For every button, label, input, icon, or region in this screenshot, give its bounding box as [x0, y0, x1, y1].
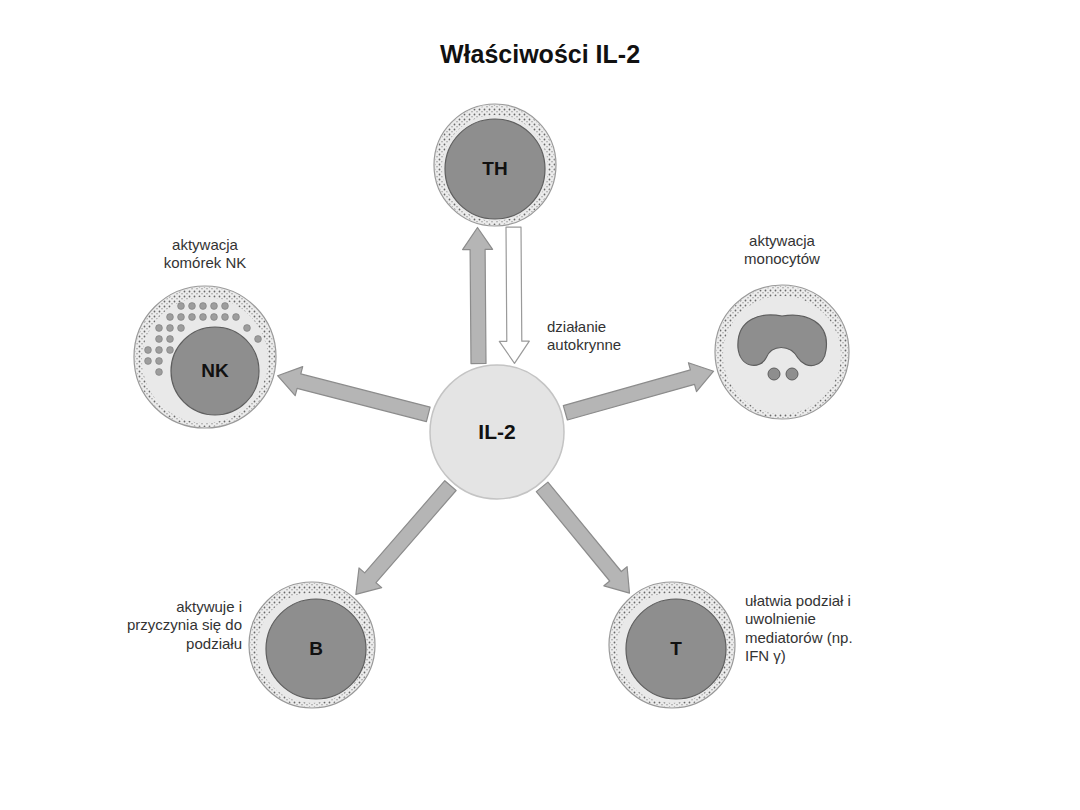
nk-granule [222, 303, 229, 310]
nk-granule [222, 314, 229, 321]
th-cell: TH [433, 103, 557, 227]
nk-granule [211, 314, 218, 321]
nk-granule [156, 369, 163, 376]
nk-granule [156, 336, 163, 343]
cell-nucleus [266, 599, 366, 699]
nk-granule [255, 336, 262, 343]
cell-membrane [434, 104, 556, 226]
nk-granule [244, 325, 251, 332]
cell-cytoplasm [142, 297, 268, 423]
diagram-title: Właściwości IL-2 [0, 40, 1080, 69]
cell-stipple [716, 286, 848, 418]
nk-cell: NKaktywacja komórek NK [133, 285, 277, 429]
nk-granule [156, 358, 163, 365]
monocyte-nucleus [738, 315, 827, 366]
cell-label: NK [171, 327, 259, 415]
nk-granule [211, 303, 218, 310]
cell-caption: aktywacja komórek NK [150, 236, 260, 273]
arrow-connector [499, 227, 529, 363]
cell-membrane [134, 286, 276, 428]
cell-cytoplasm [617, 593, 727, 703]
cell-nucleus [445, 119, 545, 219]
nk-granule [145, 347, 152, 354]
cell-membrane [249, 582, 375, 708]
cell-cytoplasm [723, 296, 841, 414]
nk-granule [156, 325, 163, 332]
il2-disc [430, 365, 564, 499]
cell-stipple [250, 583, 374, 707]
nk-granule [233, 314, 240, 321]
nk-granule [200, 314, 207, 321]
cell-label: IL-2 [429, 364, 565, 500]
cell-nucleus [171, 327, 259, 415]
nk-granule [189, 303, 196, 310]
cell-nucleus [626, 599, 726, 699]
monocyte-granule [786, 368, 798, 380]
cell-outline [133, 285, 277, 429]
cell-caption: aktywuje i przyczynia się do podziału [120, 598, 242, 653]
nk-granule [167, 336, 174, 343]
nk-granule [200, 303, 207, 310]
arrow-connector [536, 482, 629, 593]
cell-label: TH [445, 119, 545, 219]
cell-label: B [266, 599, 366, 699]
nk-granule [189, 314, 196, 321]
nk-granule [167, 325, 174, 332]
arrow-connector [356, 481, 456, 595]
arrow-connector [563, 363, 713, 420]
il2-circle: IL-2 [429, 364, 565, 500]
cell-caption: aktywacja monocytów [727, 232, 837, 269]
edge-label: działanie autokrynne [545, 318, 659, 355]
monocyte-granule [768, 368, 780, 380]
nk-granule [178, 325, 185, 332]
b-cell: Baktywuje i przyczynia się do podziału [248, 581, 376, 709]
nk-granule [167, 347, 174, 354]
arrow-connector [278, 367, 431, 422]
nk-granule [156, 347, 163, 354]
cell-membrane [609, 582, 735, 708]
nk-granule [178, 314, 185, 321]
monocyte-cell: aktywacja monocytów [714, 284, 850, 420]
cell-stipple [135, 287, 275, 427]
nk-granule [145, 358, 152, 365]
cell-outline [714, 284, 850, 420]
arrow-connector [463, 228, 493, 364]
cell-cytoplasm [442, 115, 548, 221]
cell-membrane [715, 285, 849, 419]
nk-granule [167, 314, 174, 321]
t-cell: Tułatwia podział i uwolnienie mediatorów… [608, 581, 736, 709]
nk-granule [178, 303, 185, 310]
cell-cytoplasm [257, 593, 367, 703]
cell-stipple [435, 105, 555, 225]
cell-stipple [610, 583, 734, 707]
cell-label: T [626, 599, 726, 699]
cell-caption: ułatwia podział i uwolnienie mediatorów … [745, 592, 867, 665]
